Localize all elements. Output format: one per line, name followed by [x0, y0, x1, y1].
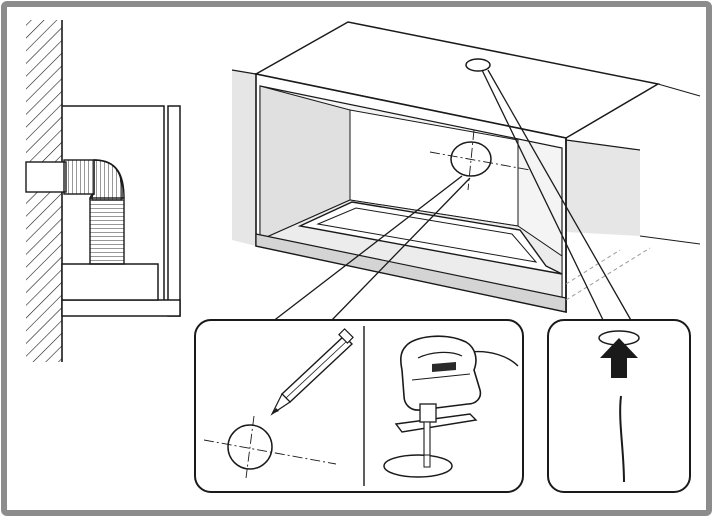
marked-circle	[203, 415, 337, 479]
flexible-duct	[25, 159, 125, 265]
callout-leaders	[271, 69, 633, 323]
callout-duct-through-top	[547, 319, 691, 493]
pencil-marking-icon	[270, 328, 354, 416]
arrow-up-icon	[600, 338, 638, 378]
back-wall-hole	[429, 129, 531, 191]
jigsaw-icon	[383, 335, 519, 478]
top-hole	[465, 58, 491, 72]
wall-cabinet	[231, 21, 701, 313]
hood-side-view	[61, 105, 181, 317]
